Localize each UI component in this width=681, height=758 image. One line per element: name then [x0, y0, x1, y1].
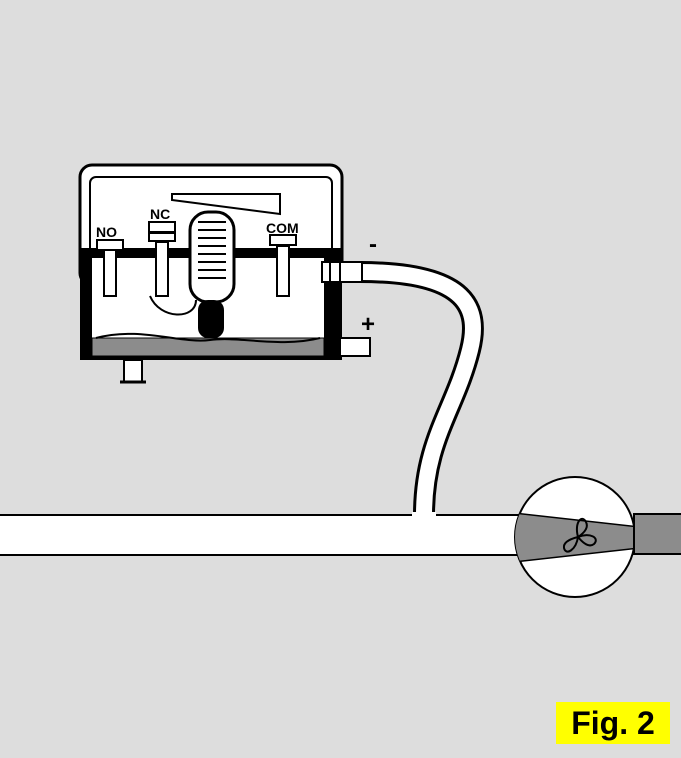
label-nc: NC [150, 206, 170, 222]
flow-propeller-icon [562, 517, 597, 553]
contact-arc [149, 295, 197, 316]
venturi-magnifier [514, 476, 636, 598]
terminal-screw-nc [148, 221, 176, 297]
terminal-screw-com [269, 234, 297, 297]
pressure-switch: NO NC COM - + [78, 163, 377, 384]
main-pipe [0, 514, 529, 556]
label-com: COM [266, 220, 299, 236]
terminal-screw-no [96, 239, 124, 297]
mounting-stud [120, 359, 146, 384]
label-negative-port: - [369, 231, 377, 258]
label-positive-port: + [361, 311, 375, 338]
connection-tube [359, 261, 484, 518]
switch-lever [171, 193, 281, 216]
port-negative [321, 261, 363, 283]
label-no: NO [96, 224, 117, 240]
spring-plunger [188, 210, 236, 338]
figure-label: Fig. 2 [556, 702, 670, 744]
port-positive [339, 337, 371, 357]
outlet-pipe [633, 513, 681, 555]
